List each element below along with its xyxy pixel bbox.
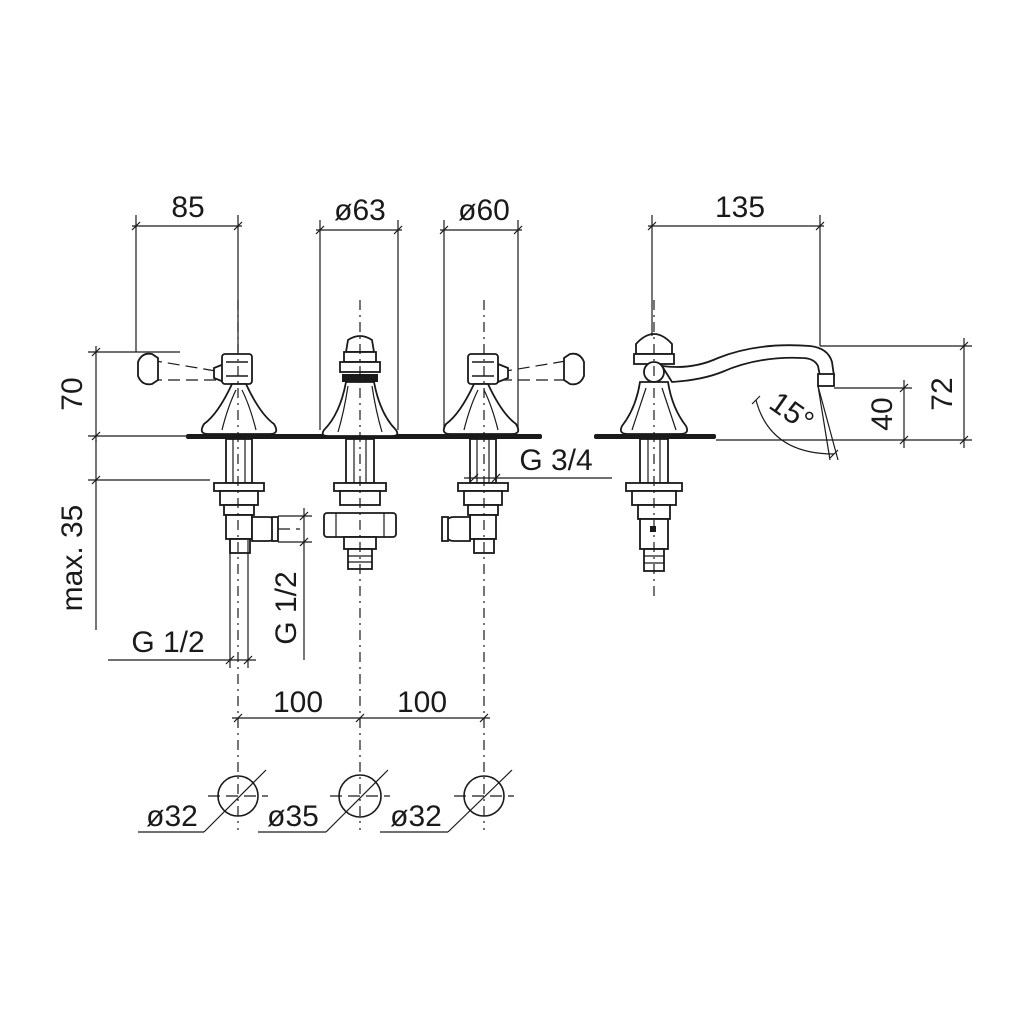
left-valve-handle <box>137 352 300 554</box>
label-40: 40 <box>866 397 899 430</box>
label-100-left: 100 <box>273 686 323 719</box>
hole-left <box>217 775 259 817</box>
label-g-1-2-left: G 1/2 <box>131 626 204 659</box>
mounting-holes: ø32 ø35 ø32 <box>138 769 514 833</box>
dimension-40: 40 <box>834 380 912 448</box>
dimension-70: 70 <box>56 346 186 442</box>
label-135: 135 <box>715 191 765 224</box>
label-hole-dia-32-right: ø32 <box>390 800 442 833</box>
label-g-3-4: G 3/4 <box>519 444 592 477</box>
dimension-85: 85 <box>131 191 243 352</box>
dimension-spacing-100: 100 100 <box>232 686 490 723</box>
dimension-g-1-2-left: G 1/2 <box>108 540 256 668</box>
label-dia-63: ø63 <box>334 194 386 227</box>
dimension-g-3-4: G 3/4 <box>464 444 612 483</box>
label-70: 70 <box>56 377 89 410</box>
dimension-max-35: max. 35 <box>56 440 210 630</box>
label-dia-60: ø60 <box>458 194 510 227</box>
dimension-dia-60: ø60 <box>439 194 523 430</box>
dimension-dia-63: ø63 <box>315 194 403 430</box>
dimension-135: 135 <box>647 191 825 346</box>
label-100-right: 100 <box>397 686 447 719</box>
hole-center <box>338 774 382 818</box>
label-hole-dia-32-left: ø32 <box>146 800 198 833</box>
spout-side-view <box>619 333 836 572</box>
right-valve-handle <box>441 352 585 554</box>
dimension-angle-15: 15° <box>751 386 839 461</box>
hole-right <box>463 775 505 817</box>
center-lines <box>237 300 655 830</box>
dimension-g-1-2-vertical: G 1/2 <box>270 508 312 660</box>
label-hole-dia-35: ø35 <box>267 800 319 833</box>
label-85: 85 <box>171 191 204 224</box>
dimension-72: 72 <box>716 338 972 448</box>
label-72: 72 <box>926 377 959 410</box>
label-g-1-2-vertical: G 1/2 <box>270 571 303 644</box>
label-max-35: max. 35 <box>56 505 89 612</box>
